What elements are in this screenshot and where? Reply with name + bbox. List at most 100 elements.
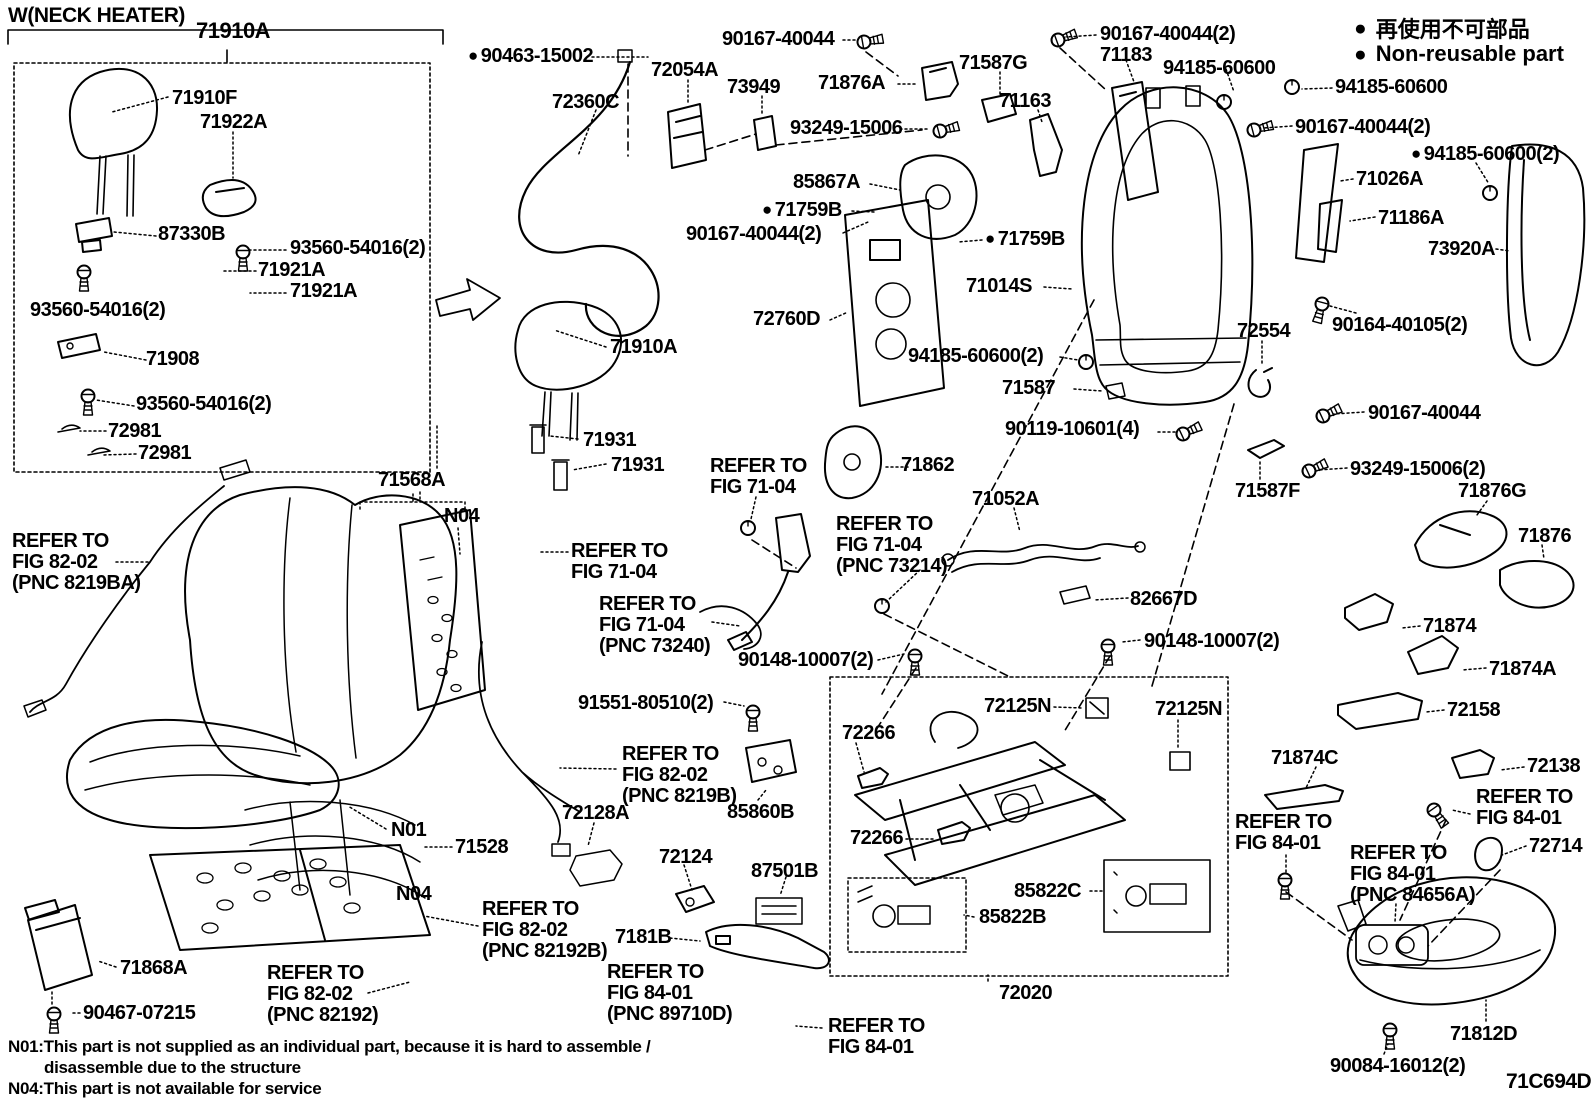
part-number: 72128A	[562, 802, 630, 824]
part-label: 71910F	[172, 88, 237, 108]
part-number: 71528	[455, 836, 509, 858]
part-label: 72158	[1447, 700, 1501, 720]
part-number: 72981	[108, 420, 162, 442]
part-number: 94185-60600	[1163, 57, 1276, 79]
part-label: 90167-40044	[1368, 403, 1481, 423]
figure-reference-line: REFER TO	[710, 455, 807, 477]
part-number: 71052A	[972, 488, 1040, 510]
part-label: 71910A	[610, 336, 678, 358]
part-number: 72714	[1529, 835, 1583, 857]
part-label: 72128A	[562, 802, 630, 824]
figure-reference-line: REFER TO	[1476, 786, 1573, 808]
part-number: 93249-15006(2)	[1350, 458, 1486, 480]
part-number: 71910F	[172, 87, 237, 109]
part-label: 94185-60600(2)	[908, 346, 1044, 366]
part-number: 71874C	[1271, 747, 1339, 769]
part-number: 72266	[850, 827, 904, 849]
part-label: 85822C	[1014, 881, 1082, 901]
part-number: 90167-40044(2)	[686, 223, 822, 245]
part-label: 71876G	[1458, 481, 1527, 501]
part-label: 71052A	[972, 488, 1040, 510]
part-label: 71874C	[1271, 747, 1339, 769]
part-label: 87501B	[751, 860, 819, 882]
figure-reference-line: (PNC 8219B)	[622, 785, 737, 807]
note-n01-line1: N01:This part is not supplied as an indi…	[8, 1037, 651, 1056]
part-label: 72360C	[552, 92, 620, 112]
part-number: 71759B	[997, 228, 1066, 250]
figure-reference-line: FIG 84-01	[607, 982, 693, 1004]
figure-reference-line: (PNC 73214)	[836, 555, 948, 577]
part-number: 72981	[138, 442, 192, 464]
part-number: 71876	[1518, 525, 1572, 547]
figure-reference-line: (PNC 84656A)	[1350, 884, 1476, 906]
part-number: 85867A	[793, 171, 861, 193]
figure-reference-line: FIG 84-01	[1235, 832, 1321, 854]
part-number: N04	[444, 505, 480, 527]
part-number: 87501B	[751, 860, 819, 882]
part-number: 72054A	[651, 59, 719, 81]
part-number: 93560-54016(2)	[290, 237, 426, 259]
part-number: N04	[396, 883, 432, 905]
part-number: 90084-16012(2)	[1330, 1055, 1466, 1077]
part-number: 72266	[842, 722, 896, 744]
part-label: 72125N	[1155, 699, 1223, 719]
figure-reference-line: FIG 84-01	[1350, 863, 1436, 885]
part-number: 73920A	[1428, 238, 1496, 260]
part-number: 82667D	[1130, 588, 1198, 610]
figure-reference-line: FIG 84-01	[1476, 807, 1562, 829]
figure-reference-line: REFER TO	[607, 961, 704, 983]
part-label: 94185-60600	[1335, 76, 1448, 98]
legend-non-reusable-jp: ● 再使用不可部品	[1354, 12, 1530, 44]
figure-reference-line: FIG 82-02	[267, 983, 353, 1005]
part-number: 94185-60600	[1335, 76, 1448, 98]
part-label: 71183	[1100, 45, 1153, 65]
part-number: 71931	[583, 429, 637, 451]
part-label: 71931	[611, 455, 665, 475]
part-label: 90119-10601(4)	[1005, 418, 1140, 440]
figure-reference-line: FIG 71-04	[836, 534, 922, 556]
part-label: 72138	[1527, 756, 1581, 776]
part-label: 85822B	[979, 907, 1047, 927]
figure-reference-line: FIG 71-04	[571, 561, 657, 583]
figure-reference-line: (PNC 82192)	[267, 1004, 379, 1026]
part-label: 71862	[901, 455, 955, 475]
part-label: 71528	[455, 836, 509, 858]
note-n04: N04:This part is not available for servi…	[8, 1079, 322, 1098]
figure-reference-line: REFER TO	[828, 1015, 925, 1037]
part-label: 71186A	[1378, 208, 1444, 228]
part-number: 71868A	[120, 957, 188, 979]
part-label: 71587	[1002, 378, 1056, 398]
figure-reference-line: REFER TO	[1235, 811, 1332, 833]
part-label: 72760D	[753, 309, 821, 329]
part-number: 90164-40105(2)	[1332, 314, 1468, 336]
figure-reference-line: FIG 71-04	[599, 614, 685, 636]
figure-reference-line: FIG 82-02	[622, 764, 708, 786]
part-number: 72125N	[984, 695, 1052, 717]
part-number: 72020	[999, 982, 1053, 1004]
part-number: 90119-10601(4)	[1005, 418, 1140, 440]
part-number: 73949	[727, 76, 781, 98]
figure-reference-line: REFER TO	[482, 898, 579, 920]
part-label: 90167-40044	[722, 29, 835, 49]
part-number: 93249-15006	[790, 117, 903, 139]
non-reusable-bullet-icon: ●	[1354, 42, 1367, 66]
legend-en-text: Non-reusable part	[1375, 41, 1564, 66]
note-n01-line2: disassemble due to the structure	[44, 1058, 301, 1077]
part-label: 72266	[850, 827, 904, 849]
part-label: 90167-40044(2)	[686, 223, 822, 245]
legend-non-reusable-en: ● Non-reusable part	[1354, 41, 1564, 67]
figure-reference-line: REFER TO	[836, 513, 933, 535]
part-label: 82667D	[1130, 588, 1198, 610]
part-number: 71910A	[610, 336, 678, 358]
part-label: 71163	[999, 91, 1052, 111]
part-label: 72981	[138, 442, 192, 464]
part-label: N01	[391, 820, 427, 840]
part-label: 90148-10007(2)	[1144, 631, 1280, 651]
